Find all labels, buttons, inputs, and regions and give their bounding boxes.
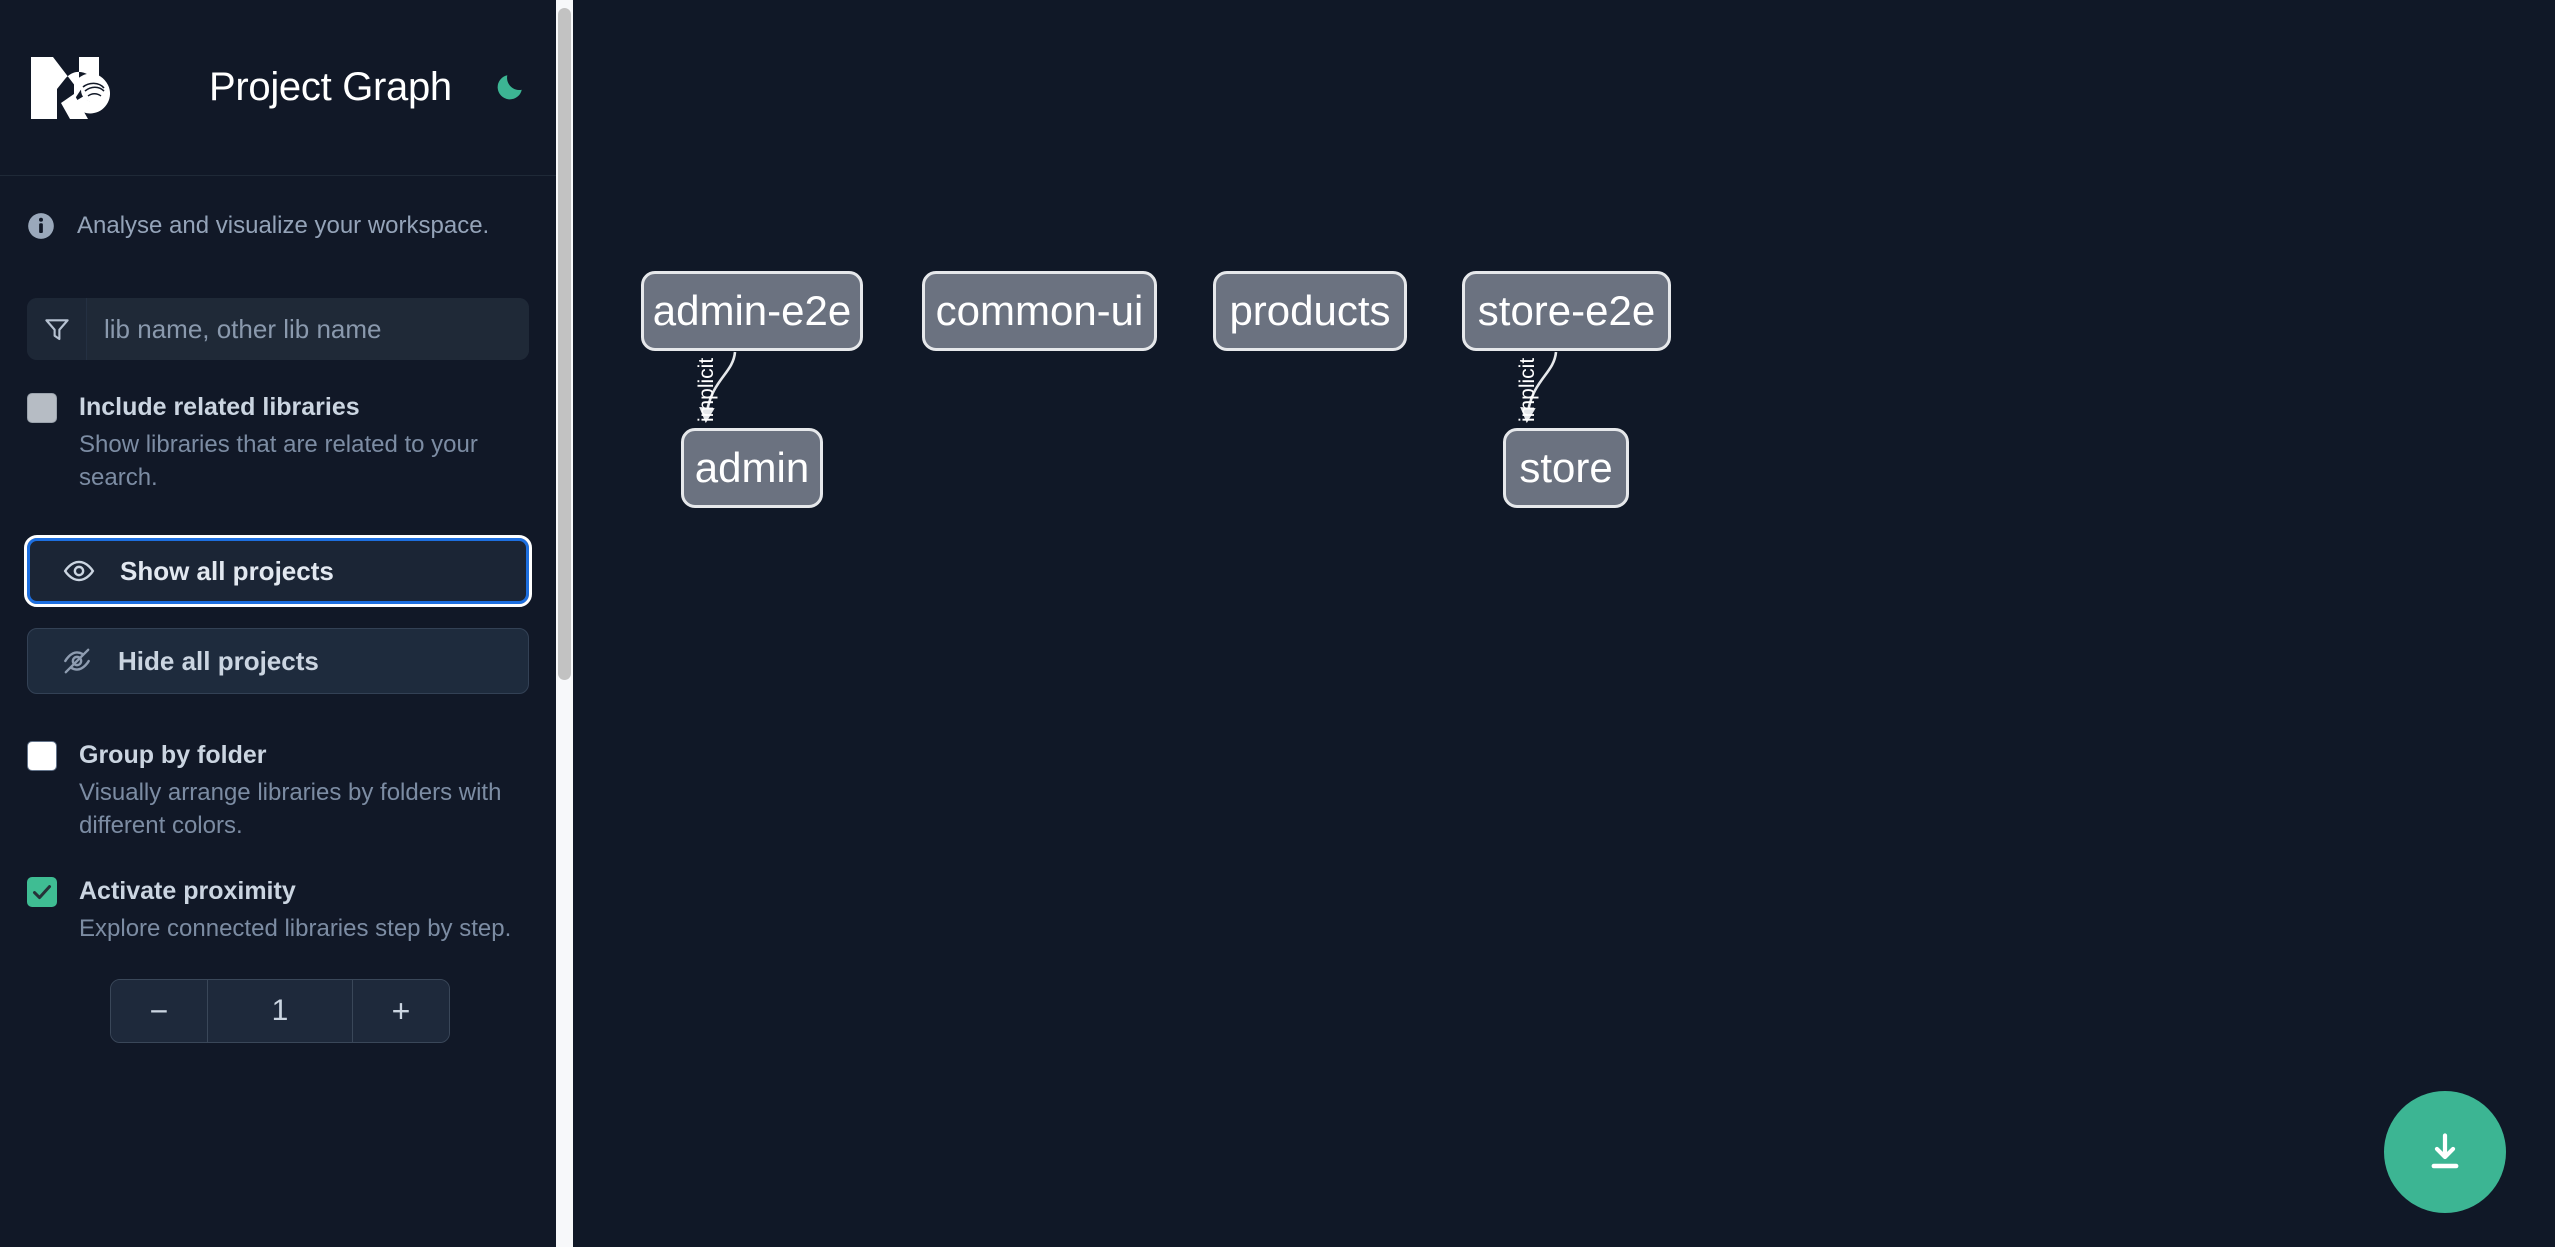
graph-node-store-e2e[interactable]: store-e2e bbox=[1462, 271, 1671, 351]
check-icon bbox=[33, 885, 51, 900]
edge-admin-e2e-to-admin bbox=[699, 351, 737, 424]
proximity-stepper: − 1 + bbox=[0, 979, 556, 1043]
graph-node-admin[interactable]: admin bbox=[681, 428, 823, 508]
show-all-projects-label: Show all projects bbox=[120, 555, 334, 586]
eye-off-icon bbox=[58, 642, 96, 680]
option-label: Include related libraries bbox=[79, 393, 360, 421]
graph-node-store[interactable]: store bbox=[1503, 428, 1629, 508]
graph-node-common-ui[interactable]: common-ui bbox=[922, 271, 1157, 351]
download-graph-button[interactable] bbox=[2384, 1091, 2506, 1213]
info-icon bbox=[27, 212, 55, 240]
sidebar-scrollbar-thumb[interactable] bbox=[558, 8, 571, 680]
graph-node-admin-e2e[interactable]: admin-e2e bbox=[641, 271, 863, 351]
include-related-libraries-checkbox[interactable] bbox=[27, 393, 57, 423]
filter-funnel-icon bbox=[27, 298, 87, 360]
option-description: Show libraries that are related to your … bbox=[79, 431, 478, 491]
graph-edges bbox=[699, 351, 1558, 424]
hide-all-projects-label: Hide all projects bbox=[118, 645, 319, 676]
brand-header: Project Graph bbox=[0, 0, 556, 176]
graph-canvas[interactable]: admin-e2e admin common-ui products store… bbox=[573, 0, 2555, 1247]
sidebar: Project Graph Analyse and visualize your… bbox=[0, 0, 556, 1247]
moon-icon[interactable] bbox=[490, 69, 528, 107]
proximity-increment-button[interactable]: + bbox=[353, 980, 449, 1042]
option-label: Activate proximity bbox=[79, 877, 296, 905]
option-activate-proximity: Activate proximity Explore connected lib… bbox=[0, 874, 556, 945]
proximity-value: 1 bbox=[207, 980, 353, 1042]
show-all-projects-button[interactable]: Show all projects bbox=[24, 535, 532, 607]
option-include-related-libraries: Include related libraries Show libraries… bbox=[0, 390, 556, 494]
tagline: Analyse and visualize your workspace. bbox=[0, 176, 556, 276]
page-title: Project Graph bbox=[209, 65, 452, 109]
graph-node-products[interactable]: products bbox=[1213, 271, 1407, 351]
activate-proximity-checkbox[interactable] bbox=[27, 877, 57, 907]
option-group-by-folder: Group by folder Visually arrange librari… bbox=[0, 738, 556, 842]
eye-icon bbox=[60, 552, 98, 590]
visibility-buttons: Show all projects Hide all projects bbox=[0, 535, 556, 694]
option-description: Visually arrange libraries by folders wi… bbox=[79, 779, 502, 839]
edge-store-e2e-to-store bbox=[1520, 351, 1558, 424]
search-box[interactable] bbox=[27, 298, 529, 360]
filter-section bbox=[0, 298, 556, 360]
search-input[interactable] bbox=[87, 298, 529, 360]
download-icon bbox=[2431, 1133, 2459, 1169]
nx-logo-icon bbox=[27, 53, 123, 123]
option-description: Explore connected libraries step by step… bbox=[79, 915, 512, 942]
group-by-folder-checkbox[interactable] bbox=[27, 741, 57, 771]
option-label: Group by folder bbox=[79, 741, 267, 769]
tagline-text: Analyse and visualize your workspace. bbox=[77, 212, 490, 239]
hide-all-projects-button[interactable]: Hide all projects bbox=[27, 628, 529, 694]
proximity-decrement-button[interactable]: − bbox=[111, 980, 207, 1042]
